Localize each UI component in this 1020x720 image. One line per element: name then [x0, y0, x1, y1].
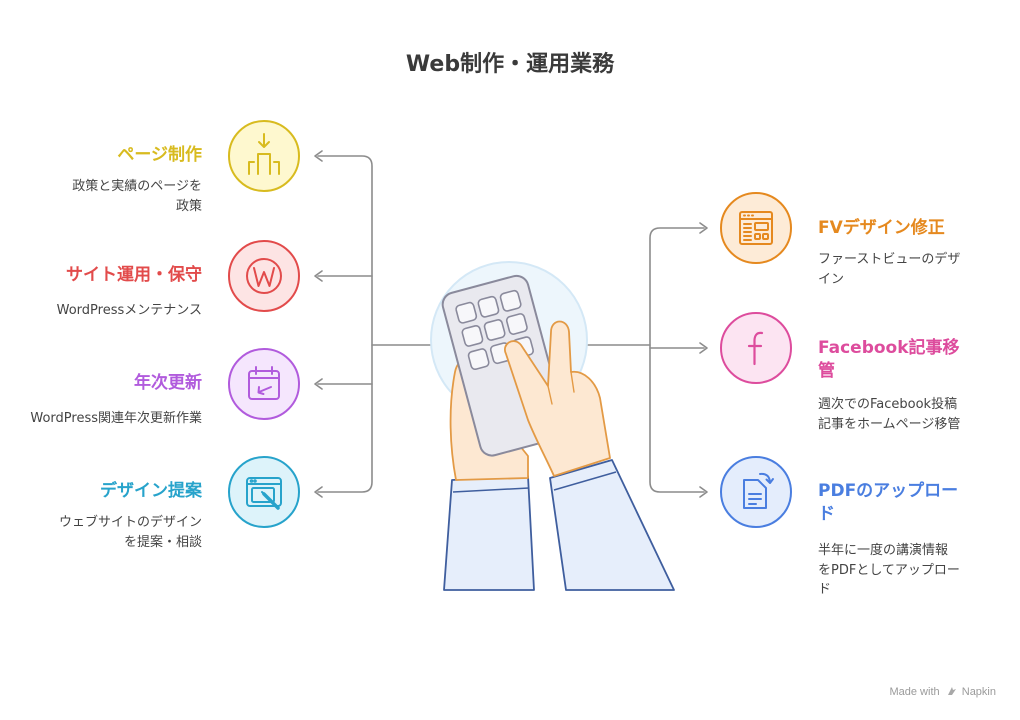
right-hand-fold [547, 371, 575, 405]
item-desc-line: WordPress関連年次更新作業 [30, 411, 202, 426]
item-desc-pdf-upload: 半年に一度の講演情報 をPDFとしてアップロー ド [818, 541, 960, 600]
item-title-fv-design: FVデザイン修正 [818, 217, 945, 240]
item-title-line: デザイン提案 [100, 481, 202, 501]
item-desc-fv-design: ファーストビューのデザ イン [818, 250, 960, 289]
left-hand [449, 359, 529, 481]
item-title-page-build: ページ制作 [117, 144, 202, 167]
phone-key [499, 289, 522, 312]
phone-device [441, 274, 567, 457]
page-build-icon [228, 120, 300, 192]
facebook-icon [720, 312, 792, 384]
item-desc-line: 政策と実績のページを [72, 179, 202, 194]
item-desc-page-build: 政策と実績のページを 政策 [72, 177, 202, 216]
item-desc-site-maintenance: WordPressメンテナンス [57, 301, 202, 321]
calendar-update-icon [228, 348, 300, 420]
left-connectors [314, 150, 433, 498]
item-desc-line: 記事をホームページ移管 [818, 416, 961, 432]
phone-key [467, 348, 490, 371]
item-title-design-proposal: デザイン提案 [100, 480, 202, 503]
made-with-napkin-credit: Made with Napkin [889, 684, 996, 700]
hub-illustration [430, 261, 675, 591]
item-desc-line: 週次でのFacebook投稿 [818, 397, 958, 412]
arrowhead-left [314, 378, 323, 390]
browser-layout-icon [720, 192, 792, 264]
arrowhead-left [314, 270, 323, 282]
item-desc-annual-update: WordPress関連年次更新作業 [30, 409, 202, 429]
item-desc-line: をPDFとしてアップロー [818, 562, 960, 578]
item-desc-design-proposal: ウェブサイトのデザイン を提案・相談 [59, 513, 202, 552]
hub-circle [430, 261, 588, 419]
phone-key [512, 336, 535, 359]
arrowhead-right [699, 486, 708, 498]
item-title-line: PDFのアップロー [818, 481, 959, 501]
phone-body [441, 274, 567, 457]
phone-keypad [455, 289, 535, 371]
item-desc-line: 半年に一度の講演情報 [818, 543, 949, 558]
item-title-line: ド [818, 504, 835, 524]
item-title-line: 年次更新 [134, 373, 202, 393]
wordpress-icon [228, 240, 300, 312]
left-cuff [452, 487, 530, 493]
phone-key [455, 301, 478, 324]
item-desc-line: ド [818, 582, 832, 597]
arrowhead-right [699, 342, 708, 354]
phone-key [489, 342, 512, 365]
right-hand [504, 320, 611, 477]
item-desc-line: WordPressメンテナンス [56, 303, 202, 318]
phone-key [483, 319, 506, 341]
arrowhead-right [699, 222, 708, 234]
item-desc-line: ウェブサイトのデザイン [58, 515, 202, 530]
item-title-site-maintenance: サイト運用・保守 [66, 264, 202, 287]
arrowhead-left [314, 486, 323, 498]
right-connectors [587, 222, 708, 498]
item-desc-line: 政策 [175, 198, 202, 214]
right-cuff [553, 471, 617, 491]
napkin-logo-icon [947, 687, 956, 696]
made-with-label: Made with [889, 686, 940, 698]
phone-key [505, 313, 528, 335]
item-title-line: サイト運用・保守 [66, 265, 202, 285]
item-title-line: FVデザイン修正 [818, 218, 945, 238]
item-title-line: Facebook記事移 [818, 338, 960, 358]
arrowhead-left [314, 150, 323, 162]
item-title-pdf-upload: PDFのアップロー ド [818, 480, 958, 526]
design-tablet-icon [228, 456, 300, 528]
left-sleeve [443, 475, 535, 591]
left-trunk-line [317, 155, 373, 493]
right-sleeve [549, 459, 675, 591]
item-title-line: 管 [818, 361, 835, 381]
item-title-facebook-migration: Facebook記事移 管 [818, 337, 960, 383]
item-desc-line: ファーストビューのデザ [818, 252, 961, 267]
phone-key [477, 295, 500, 318]
right-trunk-line [649, 227, 705, 493]
item-desc-facebook-migration: 週次でのFacebook投稿 記事をホームページ移管 [818, 395, 960, 434]
item-desc-line: を提案・相談 [123, 534, 202, 550]
item-title-annual-update: 年次更新 [134, 372, 202, 395]
napkin-brand-label: Napkin [961, 686, 996, 698]
document-upload-icon [720, 456, 792, 528]
item-title-line: ページ制作 [117, 145, 202, 165]
phone-key [461, 324, 484, 347]
diagram-title: Web制作・運用業務 [405, 52, 615, 77]
item-desc-line: イン [818, 271, 845, 287]
